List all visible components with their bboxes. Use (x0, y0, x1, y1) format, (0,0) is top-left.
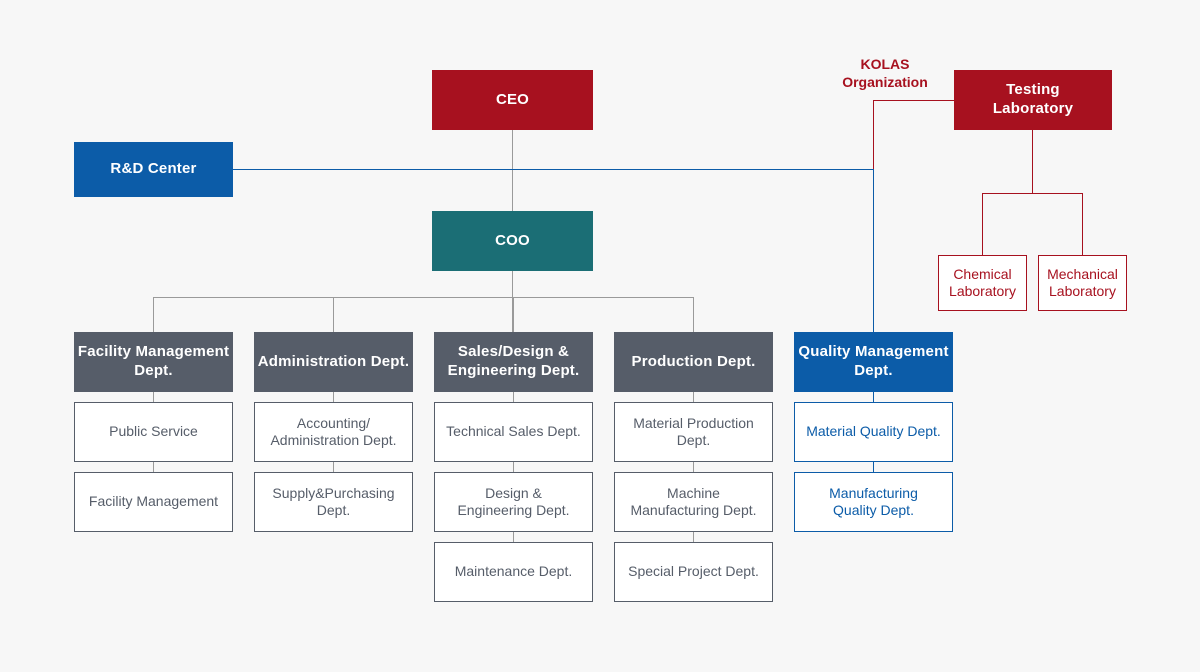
department-header-facility-management[interactable]: Facility Management Dept. (74, 332, 233, 392)
sub-department-machine-manufacturing[interactable]: Machine Manufacturing Dept. (614, 472, 773, 532)
connector-coo-drop (512, 271, 513, 362)
sub-department-maintenance[interactable]: Maintenance Dept. (434, 542, 593, 602)
connector-production-child-1 (693, 392, 694, 402)
mechanical-laboratory-box[interactable]: Mechanical Laboratory (1038, 255, 1127, 311)
connector-sales-child-3 (513, 532, 514, 542)
sub-department-accounting-administration[interactable]: Accounting/ Administration Dept. (254, 402, 413, 462)
sub-department-design-engineering[interactable]: Design & Engineering Dept. (434, 472, 593, 532)
connector-sales-child-1 (513, 392, 514, 402)
department-header-production[interactable]: Production Dept. (614, 332, 773, 392)
connector-testing-lab-drop (1032, 130, 1033, 193)
connector-kolas-drop (873, 100, 874, 169)
connector-kolas-horizontal (873, 100, 954, 101)
sub-department-supply-purchasing[interactable]: Supply&Purchasing Dept. (254, 472, 413, 532)
connector-riser-facility-management (153, 297, 154, 332)
department-header-sales-engineering[interactable]: Sales/Design & Engineering Dept. (434, 332, 593, 392)
coo-box[interactable]: COO (432, 211, 593, 271)
connector-facility-child-2 (153, 462, 154, 472)
connector-production-child-3 (693, 532, 694, 542)
connector-riser-sales-engineering (513, 297, 514, 332)
connector-riser-administration (333, 297, 334, 332)
connector-rnd-to-quality-management (873, 169, 874, 332)
sub-department-public-service[interactable]: Public Service (74, 402, 233, 462)
connector-administration-child-2 (333, 462, 334, 472)
testing-laboratory-box[interactable]: Testing Laboratory (954, 70, 1112, 130)
connector-rnd-horizontal (233, 169, 874, 170)
sub-department-manufacturing-quality[interactable]: Manufacturing Quality Dept. (794, 472, 953, 532)
connector-facility-child-1 (153, 392, 154, 402)
ceo-box[interactable]: CEO (432, 70, 593, 130)
connector-riser-production (693, 297, 694, 332)
chemical-laboratory-box[interactable]: Chemical Laboratory (938, 255, 1027, 311)
sub-department-material-production[interactable]: Material Production Dept. (614, 402, 773, 462)
connector-lab-split (982, 193, 1083, 255)
rnd-center-box[interactable]: R&D Center (74, 142, 233, 197)
connector-sales-child-2 (513, 462, 514, 472)
connector-department-bus (153, 297, 694, 298)
connector-quality-child-1 (873, 392, 874, 402)
department-header-quality-management[interactable]: Quality Management Dept. (794, 332, 953, 392)
sub-department-technical-sales[interactable]: Technical Sales Dept. (434, 402, 593, 462)
sub-department-material-quality[interactable]: Material Quality Dept. (794, 402, 953, 462)
connector-quality-child-2 (873, 462, 874, 472)
connector-ceo-to-coo (512, 130, 513, 211)
sub-department-facility-management[interactable]: Facility Management (74, 472, 233, 532)
kolas-organization-caption: KOLAS Organization (842, 56, 928, 91)
sub-department-special-project[interactable]: Special Project Dept. (614, 542, 773, 602)
connector-production-child-2 (693, 462, 694, 472)
connector-administration-child-1 (333, 392, 334, 402)
department-header-administration[interactable]: Administration Dept. (254, 332, 413, 392)
